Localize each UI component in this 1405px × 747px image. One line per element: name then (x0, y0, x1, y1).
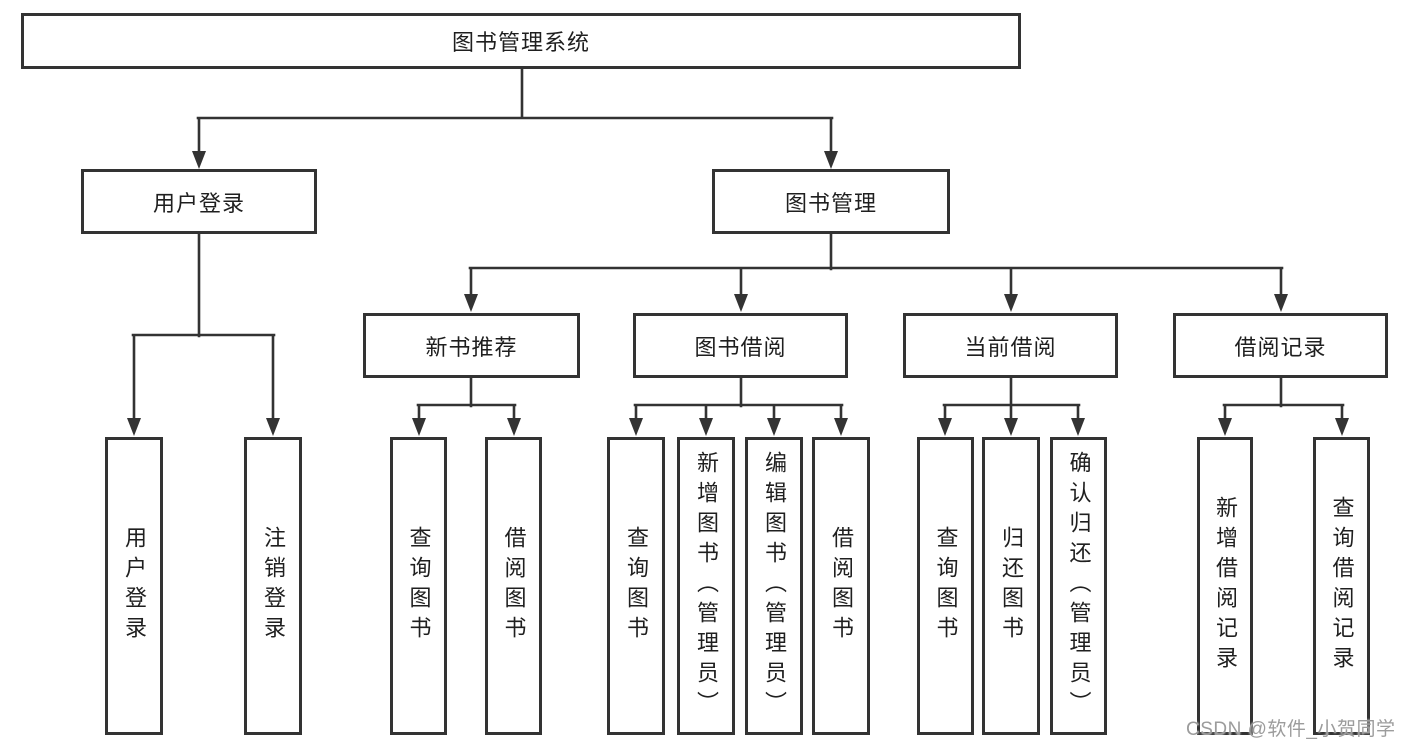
node-leaf-label: 查询图书 (933, 526, 959, 646)
node-leaf-add-books-admin: 新增图书（管理员） (677, 437, 735, 735)
node-leaf-query-books-3: 查询图书 (917, 437, 974, 735)
node-leaf-query-books-1: 查询图书 (390, 437, 447, 735)
node-leaf-confirm-return-admin: 确认归还（管理员） (1050, 437, 1107, 735)
node-leaf-label: 新增借阅记录 (1213, 496, 1238, 676)
node-leaf-borrow-books-2: 借阅图书 (812, 437, 870, 735)
node-leaf-label: 用户登录 (122, 526, 147, 646)
node-leaf-query-books-2: 查询图书 (607, 437, 665, 735)
node-borrowing-records: 借阅记录 (1173, 313, 1388, 378)
node-leaf-borrow-books-1: 借阅图书 (485, 437, 542, 735)
node-book-management-module: 图书管理 (712, 169, 950, 234)
csdn-watermark: CSDN @软件_小贺同学 (1186, 719, 1396, 740)
node-current-borrowing: 当前借阅 (903, 313, 1118, 378)
node-leaf-user-login: 用户登录 (105, 437, 163, 735)
node-leaf-label: 确认归还（管理员） (1066, 451, 1092, 721)
node-leaf-label: 借阅图书 (829, 526, 854, 646)
node-user-login-module: 用户登录 (81, 169, 317, 234)
node-leaf-label: 借阅图书 (501, 526, 527, 646)
node-leaf-label: 归还图书 (999, 526, 1024, 646)
node-leaf-edit-books-admin: 编辑图书（管理员） (745, 437, 803, 735)
node-new-book-recommend: 新书推荐 (363, 313, 580, 378)
node-leaf-label: 新增图书（管理员） (694, 451, 719, 721)
node-leaf-return-books: 归还图书 (982, 437, 1040, 735)
node-book-borrowing: 图书借阅 (633, 313, 848, 378)
node-leaf-logout: 注销登录 (244, 437, 302, 735)
node-leaf-label: 编辑图书（管理员） (762, 451, 787, 721)
node-leaf-label: 查询图书 (624, 526, 649, 646)
node-leaf-label: 查询借阅记录 (1329, 496, 1355, 676)
node-leaf-query-borrow-record: 查询借阅记录 (1313, 437, 1370, 735)
node-leaf-label: 注销登录 (261, 526, 286, 646)
node-root-system: 图书管理系统 (21, 13, 1021, 69)
node-leaf-add-borrow-record: 新增借阅记录 (1197, 437, 1253, 735)
node-leaf-label: 查询图书 (406, 526, 432, 646)
